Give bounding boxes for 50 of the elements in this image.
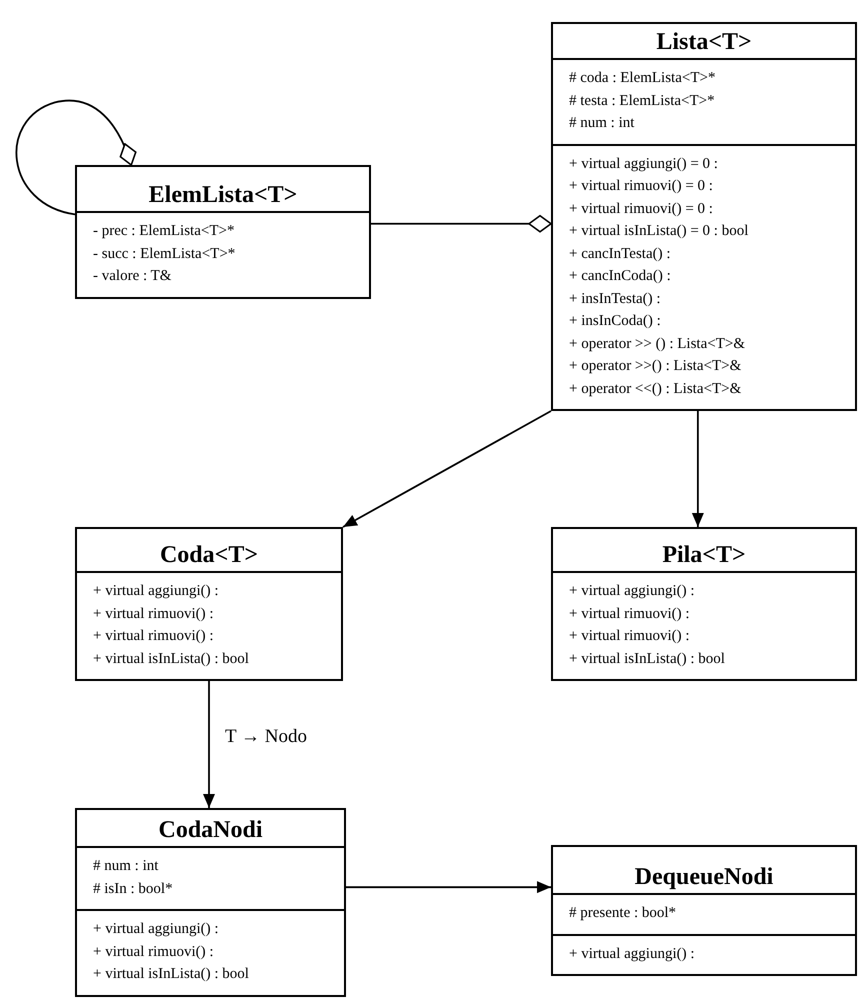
- arrow: [346, 881, 551, 894]
- member-text: # coda : ElemLista<T>*: [569, 69, 716, 88]
- aggregation-connector: [16, 100, 136, 216]
- class-name: DequeueNodi: [634, 865, 774, 889]
- member-text: + insInTesta() :: [569, 290, 661, 308]
- member-text: + operator >>() : Lista<T>&: [569, 357, 742, 376]
- class-name: Lista<T>: [656, 30, 752, 54]
- member-text: # num : int: [93, 857, 158, 876]
- member-text: + virtual isInLista() : bool: [93, 965, 249, 984]
- class-box: [551, 527, 857, 681]
- member-text: - succ : ElemLista<T>*: [93, 244, 236, 264]
- class-box: [75, 808, 346, 996]
- member-text: + virtual aggiungi() :: [569, 582, 695, 601]
- member-text: + virtual isInLista() : bool: [93, 650, 249, 668]
- class-box: [551, 22, 857, 411]
- class-box: [551, 845, 857, 976]
- member-text: # num : int: [569, 114, 634, 133]
- member-text: + virtual aggiungi() :: [569, 944, 695, 964]
- arrow: [342, 410, 552, 528]
- member-text: + virtual aggiungi() :: [93, 920, 219, 939]
- class-box: [75, 527, 343, 681]
- member-text: + virtual rimuovi() :: [93, 627, 214, 646]
- member-text: + cancInTesta() :: [569, 244, 671, 264]
- member-text: # isIn : bool*: [93, 880, 173, 898]
- member-text: + virtual rimuovi() :: [93, 604, 214, 624]
- member-text: + virtual isInLista() : bool: [569, 650, 725, 668]
- class-name: Coda<T>: [160, 543, 258, 567]
- member-text: # testa : ElemLista<T>*: [569, 92, 715, 110]
- member-text: + virtual rimuovi() :: [569, 604, 690, 624]
- member-text: + virtual rimuovi() :: [569, 627, 690, 646]
- arrow: [203, 681, 215, 808]
- member-text: + virtual aggiungi() :: [93, 582, 219, 601]
- member-text: + virtual rimuovi() = 0 :: [569, 200, 713, 218]
- member-text: - prec : ElemLista<T>*: [93, 222, 234, 241]
- class-name: CodaNodi: [158, 818, 263, 842]
- member-text: - valore : T&: [93, 267, 172, 286]
- class-box: [75, 165, 371, 298]
- class-name: ElemLista<T>: [148, 183, 298, 207]
- class-name: Pila<T>: [662, 543, 746, 567]
- member-text: + virtual aggiungi() = 0 :: [569, 154, 718, 174]
- member-text: + insInCoda() :: [569, 312, 661, 331]
- member-text: + operator >> () : Lista<T>&: [569, 334, 746, 354]
- member-text: + virtual rimuovi() = 0 :: [569, 177, 713, 196]
- member-text: # presente : bool*: [569, 904, 676, 923]
- arrow: [692, 411, 704, 527]
- aggregation-connector: [371, 214, 552, 233]
- member-text: + operator <<() : Lista<T>&: [569, 380, 742, 398]
- member-text: + virtual isInLista() = 0 : bool: [569, 222, 748, 241]
- member-text: + cancInCoda() :: [569, 267, 671, 286]
- member-text: + virtual rimuovi() :: [93, 942, 214, 962]
